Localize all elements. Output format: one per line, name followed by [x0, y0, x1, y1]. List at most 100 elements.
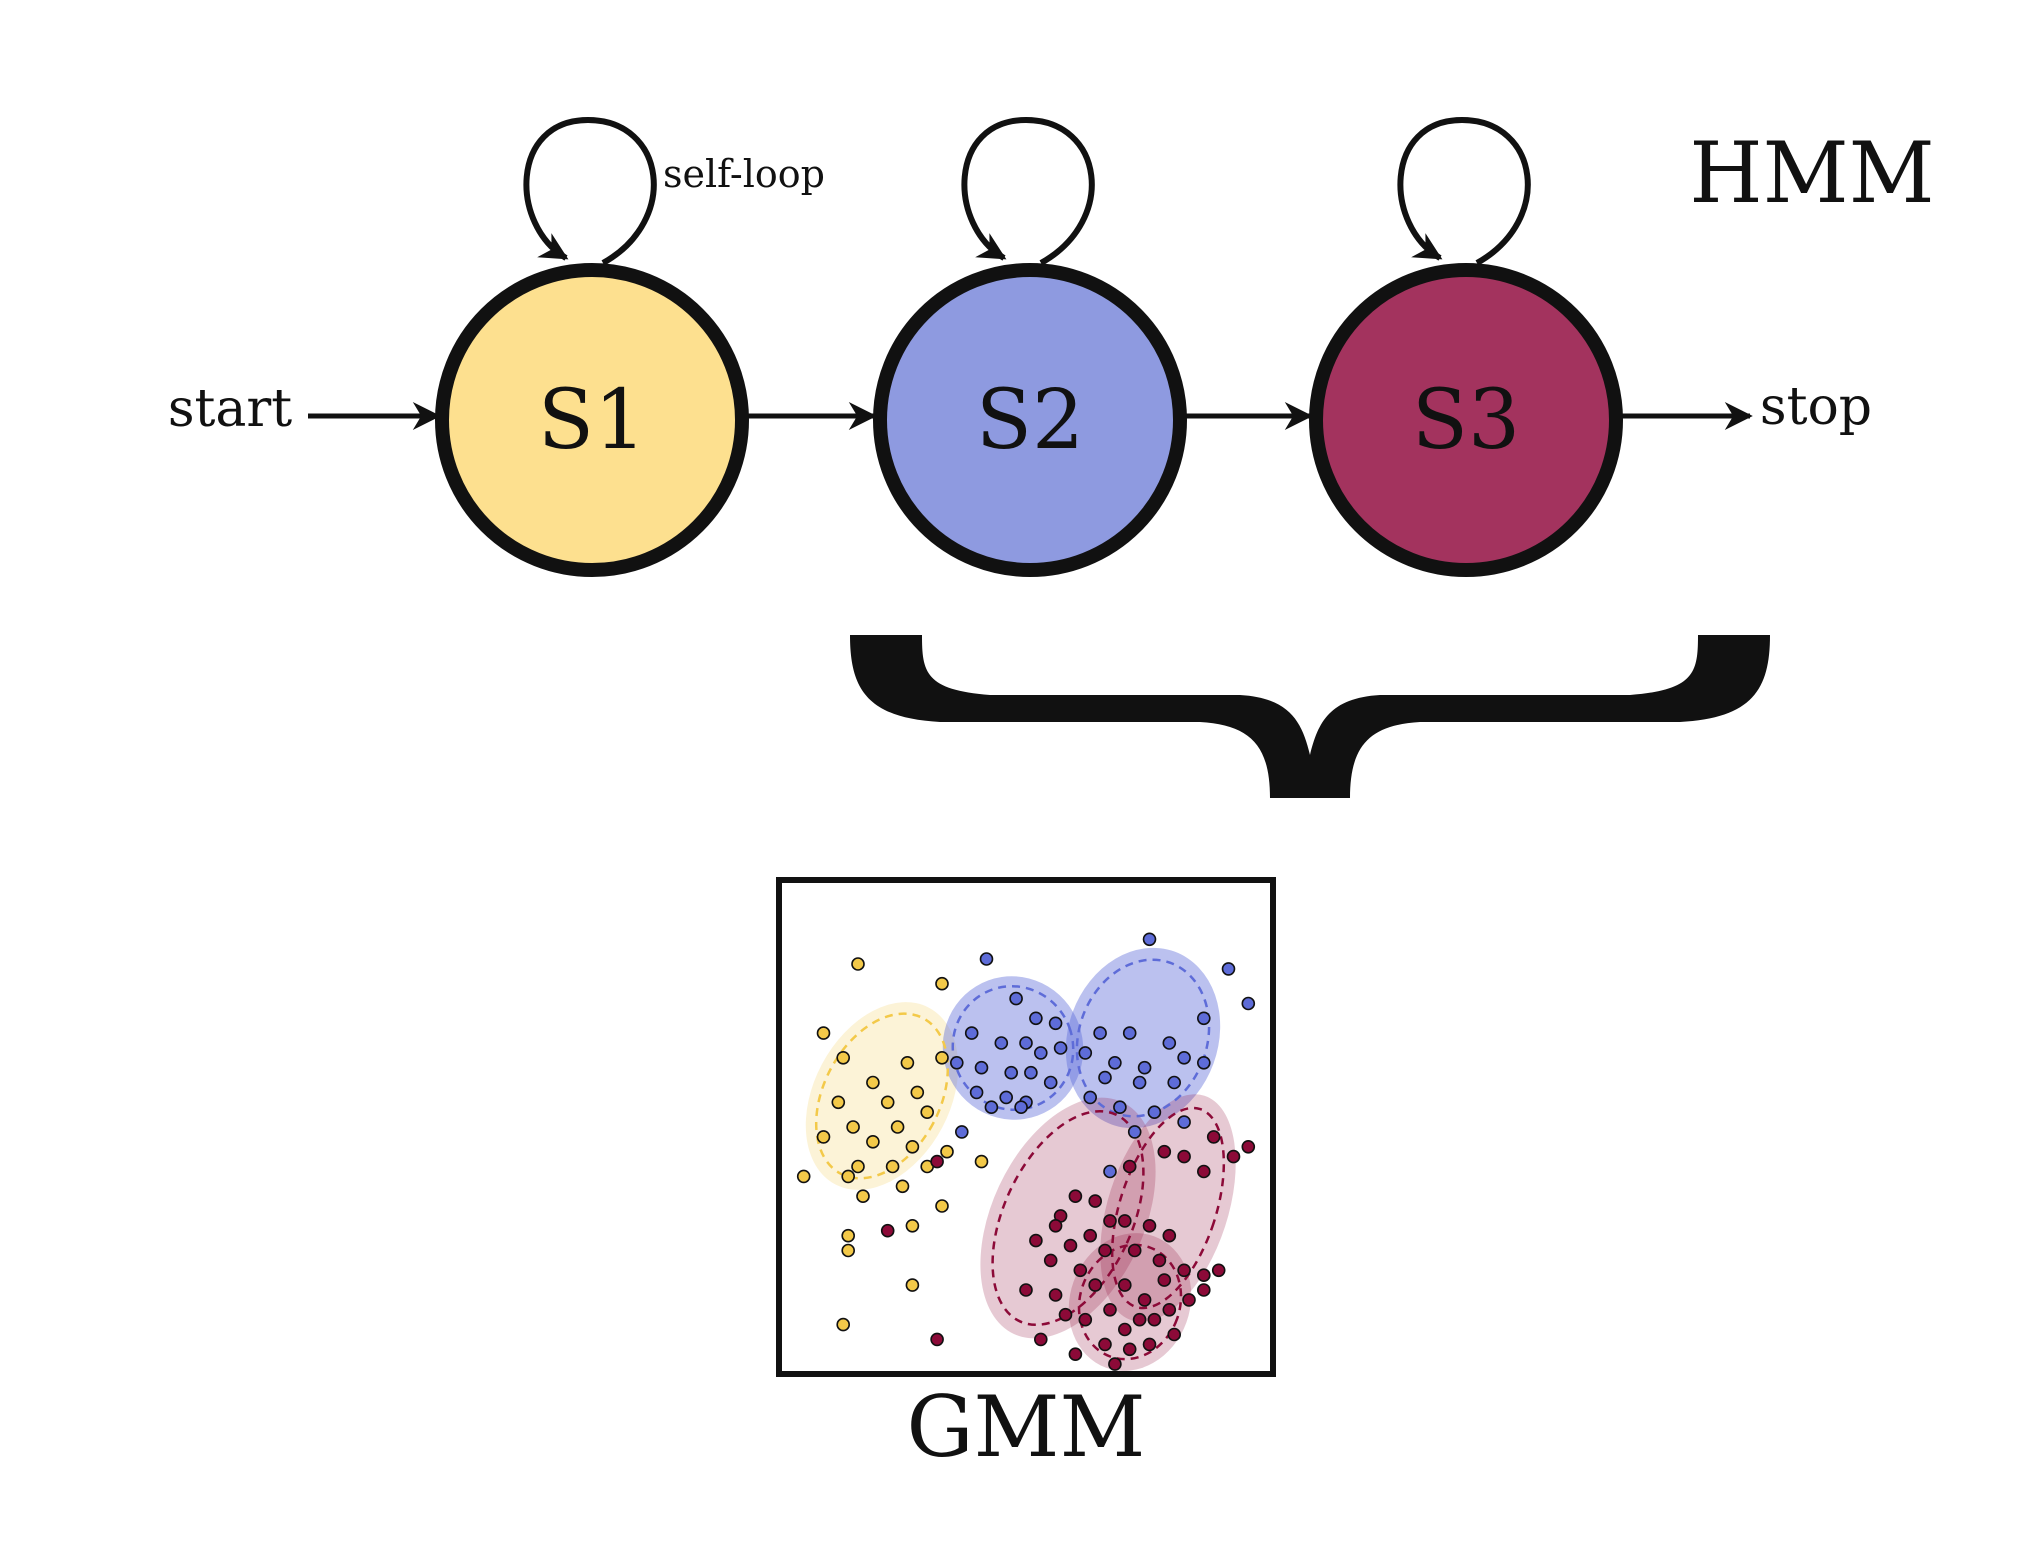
gmm-point-blue — [1177, 1051, 1191, 1065]
gmm-point-yellow — [880, 1095, 895, 1110]
gmm-contour-red-bottom — [1077, 1243, 1183, 1361]
gmm-point-red — [1122, 1342, 1137, 1357]
gmm-point-blue — [974, 1060, 989, 1075]
gmm-point-red — [1103, 1303, 1117, 1317]
gmm-point-blue — [999, 1090, 1014, 1105]
gmm-point-red — [1058, 1307, 1073, 1322]
gmm-point-yellow — [935, 976, 949, 991]
gmm-point-blue — [1083, 1090, 1097, 1105]
gmm-title: GMM — [906, 1378, 1145, 1476]
gmm-point-blue — [1132, 1075, 1147, 1090]
gmm-point-red — [1083, 1228, 1097, 1243]
gmm-point-blue — [1142, 932, 1157, 947]
gmm-point-blue — [1127, 1125, 1142, 1139]
gmm-region-red-bottom — [1068, 1233, 1192, 1371]
gmm-point-yellow — [974, 1154, 989, 1169]
gmm-point-blue — [1034, 1046, 1048, 1060]
state-s2-circle — [873, 263, 1187, 577]
state-s3: S3 — [1309, 263, 1623, 577]
gmm-point-red — [1241, 1140, 1256, 1154]
gmm-point-blue — [984, 1100, 999, 1114]
gmm-scatter-points — [796, 932, 1256, 1371]
gmm-point-blue — [1137, 1060, 1152, 1075]
gmm-point-red — [1019, 1283, 1033, 1297]
gmm-point-red — [880, 1223, 895, 1238]
gmm-point-blue — [954, 1125, 969, 1139]
gmm-point-red — [1118, 1278, 1132, 1292]
gmm-point-yellow — [841, 1243, 856, 1258]
gmm-point-blue — [1019, 1036, 1033, 1050]
gmm-point-blue — [1197, 1011, 1211, 1026]
gmm-point-blue — [964, 1026, 979, 1040]
gmm-point-red — [1088, 1194, 1102, 1208]
gmm-point-red — [1147, 1312, 1162, 1327]
gmm-point-yellow — [836, 1317, 851, 1332]
gmm-point-yellow — [905, 1278, 920, 1292]
gmm-point-red — [1137, 1293, 1152, 1307]
gmm-point-red — [1162, 1228, 1177, 1243]
gmm-point-blue — [1004, 1065, 1019, 1080]
state-s2-label: S2 — [976, 373, 1084, 468]
gmm-point-red — [1226, 1149, 1241, 1164]
gmm-point-yellow — [841, 1169, 856, 1184]
gmm-point-red — [1043, 1253, 1058, 1268]
state-s1-circle — [435, 263, 749, 577]
gmm-point-blue — [1043, 1075, 1058, 1090]
gmm-point-blue — [1167, 1075, 1181, 1090]
gmm-point-yellow — [885, 1159, 900, 1174]
gmm-point-yellow — [910, 1085, 925, 1100]
gmm-point-red — [1122, 1159, 1137, 1174]
gmm-point-red — [1127, 1243, 1142, 1258]
gmm-point-red — [1103, 1214, 1117, 1228]
gmm-point-red — [1211, 1263, 1226, 1278]
gmm-point-red — [1118, 1322, 1132, 1337]
gmm-point-yellow — [935, 1051, 949, 1065]
gmm-point-blue — [1147, 1105, 1162, 1119]
gmm-contour-blue-left — [951, 984, 1075, 1112]
gmm-point-red — [1142, 1337, 1157, 1352]
gmm-point-yellow — [796, 1169, 811, 1184]
gmm-point-red — [1157, 1273, 1172, 1287]
gmm-point-red — [1152, 1253, 1167, 1268]
state-s2: S2 — [873, 263, 1187, 577]
gmm-point-red — [1162, 1303, 1177, 1317]
gmm-point-blue — [1053, 1041, 1068, 1055]
gmm-point-blue — [1078, 1046, 1093, 1060]
gmm-point-red — [1142, 1219, 1157, 1233]
gmm-point-yellow — [866, 1075, 880, 1090]
gmm-point-yellow — [841, 1228, 856, 1243]
gmm-region-red-left — [980, 1097, 1156, 1339]
gmm-panel — [776, 877, 1276, 1377]
self-loop-arrow-s1 — [523, 116, 657, 266]
gmm-point-yellow — [900, 1056, 915, 1070]
gmm-point-yellow — [831, 1095, 846, 1110]
state-s3-circle — [1309, 263, 1623, 577]
gmm-point-blue — [1048, 1016, 1063, 1031]
gmm-point-red — [1063, 1238, 1078, 1253]
gmm-point-red — [1068, 1189, 1083, 1203]
gmm-point-blue — [1162, 1036, 1177, 1050]
gmm-point-red — [1098, 1337, 1112, 1352]
gmm-point-blue — [969, 1085, 984, 1100]
gmm-point-red — [1118, 1214, 1132, 1228]
gmm-point-yellow — [940, 1144, 954, 1159]
gmm-point-blue — [1093, 1026, 1107, 1040]
gmm-point-red — [1167, 1327, 1181, 1342]
state-s3-label: S3 — [1412, 373, 1520, 468]
gmm-point-blue — [1177, 1115, 1191, 1129]
gmm-point-red — [1206, 1130, 1221, 1144]
state-s1-label: S1 — [538, 373, 646, 468]
gmm-point-red — [1034, 1332, 1048, 1347]
gmm-point-blue — [1103, 1164, 1117, 1179]
gmm-point-red — [1177, 1149, 1191, 1164]
gmm-point-red — [930, 1154, 944, 1169]
gmm-point-yellow — [895, 1179, 910, 1194]
gmm-point-blue — [1122, 1026, 1137, 1040]
gmm-point-red — [1048, 1288, 1063, 1302]
gmm-point-red — [1197, 1164, 1211, 1179]
gmm-point-blue — [1197, 1056, 1211, 1070]
gmm-frame — [776, 877, 1276, 1377]
gmm-point-yellow — [851, 1159, 865, 1174]
self-loop-arrow-s3 — [1397, 116, 1531, 266]
gmm-point-yellow — [856, 1189, 870, 1203]
